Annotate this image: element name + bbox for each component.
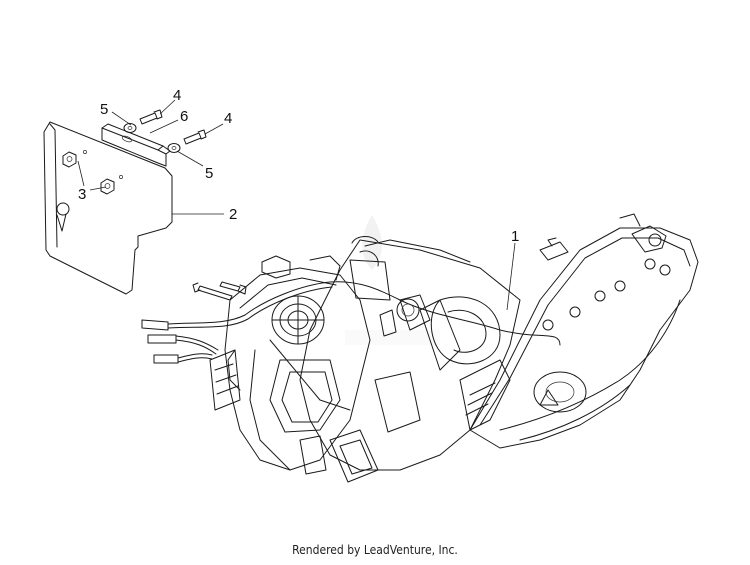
callout-4-right: 4 <box>224 110 232 127</box>
footer-credit: Rendered by LeadVenture, Inc. <box>292 543 458 557</box>
watermark-logo <box>345 215 440 345</box>
callout-4-upper: 4 <box>173 87 181 104</box>
washer-part-5 <box>123 123 181 153</box>
callout-1: 1 <box>511 228 519 245</box>
wiring-harness <box>141 281 561 364</box>
nut-part-3 <box>62 150 123 195</box>
mounting-bracket-part-6 <box>101 123 171 167</box>
mounting-bolt <box>192 281 247 301</box>
callout-5-upper: 5 <box>100 101 108 118</box>
bolt-part-4 <box>139 109 207 145</box>
callout-3: 3 <box>78 186 86 203</box>
callout-2: 2 <box>229 206 237 223</box>
callout-5-lower: 5 <box>205 165 213 182</box>
engine-assembly-part-1 <box>209 213 699 483</box>
leader-lines <box>77 99 516 311</box>
callout-6: 6 <box>180 108 188 125</box>
heat-shield-plate <box>43 121 173 295</box>
